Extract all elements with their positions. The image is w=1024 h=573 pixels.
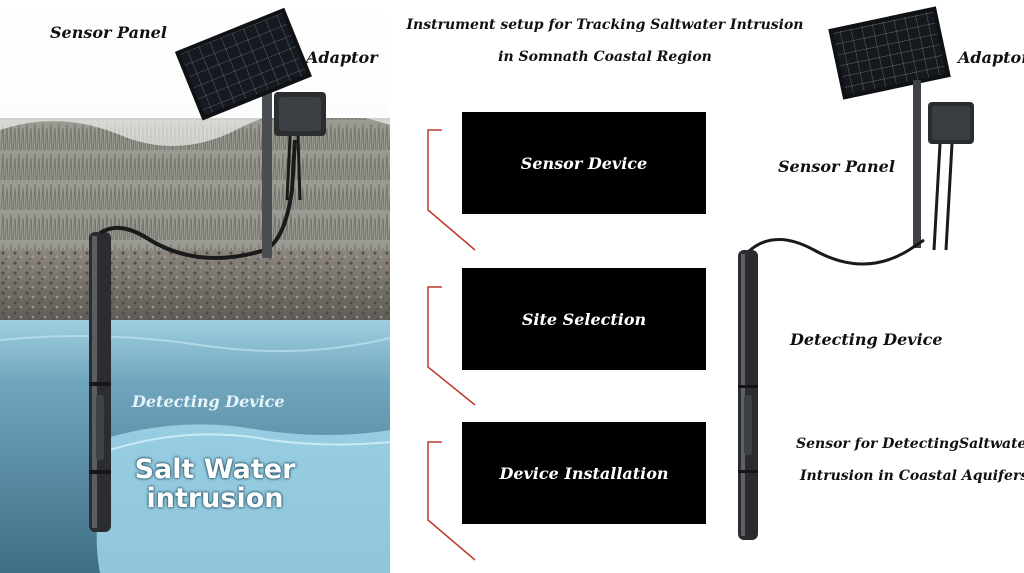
step-device-installation: Device Installation xyxy=(462,422,706,524)
adaptor-label-right: Adaptor xyxy=(958,48,1024,67)
connector-1 xyxy=(427,129,476,251)
step-sensor-device: Sensor Device xyxy=(462,112,706,214)
detecting-device-probe-right xyxy=(738,250,758,540)
adaptor-label-left: Adaptor xyxy=(306,48,378,67)
step-connectors xyxy=(427,129,476,561)
detecting-device-label-right: Detecting Device xyxy=(790,330,943,349)
solar-mast-right xyxy=(913,80,921,248)
connector-2 xyxy=(427,286,476,406)
right-illustration xyxy=(738,6,974,540)
sensor-cable xyxy=(98,139,297,260)
step-site-selection-label: Site Selection xyxy=(521,309,647,329)
salt-water-line2: intrusion xyxy=(146,483,284,514)
diagram-title-line2: in Somnath Coastal Region xyxy=(498,49,712,65)
solar-panel xyxy=(174,7,313,121)
sensor-cable-right xyxy=(746,238,925,266)
detecting-device-label-left: Detecting Device xyxy=(132,392,285,411)
connector-3 xyxy=(427,441,476,561)
salt-water-plume xyxy=(96,424,390,573)
salt-water-line1: Salt Water xyxy=(134,454,296,485)
detecting-device-probe xyxy=(89,232,111,532)
caption-line2: Intrusion in Coastal Aquifers xyxy=(800,468,1024,484)
solar-mast xyxy=(262,78,272,258)
sensor-panel-label-right: Sensor Panel xyxy=(778,157,895,176)
step-sensor-device-label: Sensor Device xyxy=(520,153,648,173)
step-site-selection: Site Selection xyxy=(462,268,706,370)
diagram-title-line1: Instrument setup for Tracking Saltwater … xyxy=(406,17,804,33)
sensor-panel-label-left: Sensor Panel xyxy=(50,23,167,42)
caption-line1: Sensor for DetectingSaltwater xyxy=(796,436,1024,452)
step-device-installation-label: Device Installation xyxy=(499,463,669,483)
solar-panel-right xyxy=(828,6,951,100)
left-illustration xyxy=(0,0,390,573)
salt-water-title: Salt Water intrusion xyxy=(130,455,300,513)
